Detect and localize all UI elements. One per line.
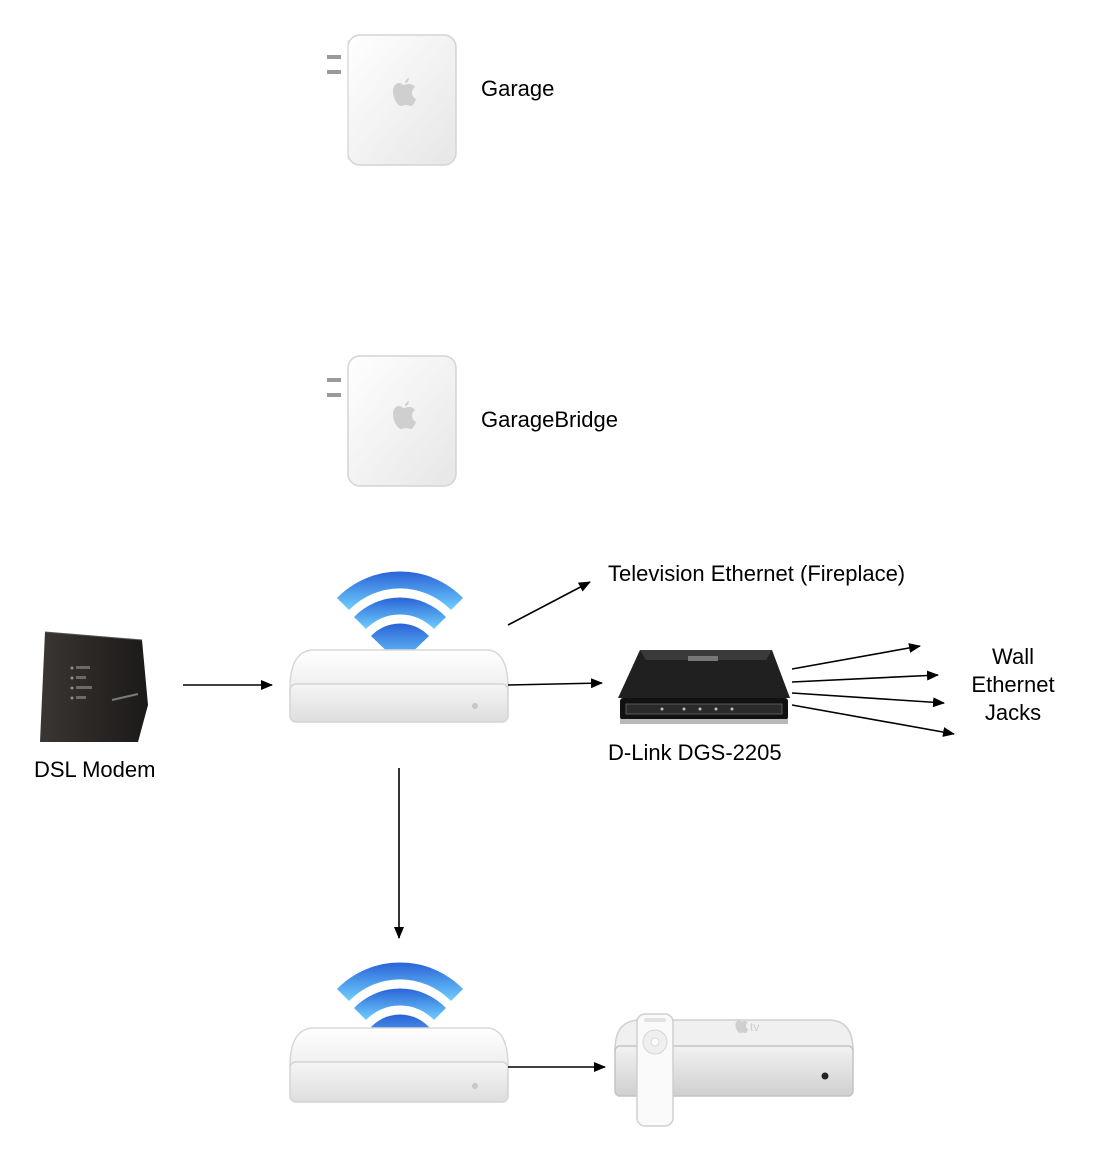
apple-logo-icon [393,401,416,429]
wall-jacks-line-3: Jacks [984,700,1042,725]
airport-express-garage-bridge-device [327,355,457,487]
edge-base-to-switch [507,678,603,689]
airport-extreme-main-device [289,571,509,723]
tv-ethernet-label: Television Ethernet (Fireplace) [608,561,906,586]
airport-extreme-second-device [289,962,509,1103]
edge-base-to-tv-ethernet [507,581,591,626]
dsl-modem-device [40,631,148,742]
apple-tv-device: tv [614,1013,854,1127]
apple-logo-icon [735,1020,749,1034]
garage-label: Garage [481,76,555,101]
wall-jacks-line-2: Ethernet [971,672,1055,697]
apple-logo-icon [393,78,416,106]
wall-jacks-line-1: Wall [992,644,1034,669]
edges [183,581,955,1072]
edge-switch-to-jack-4 [791,704,955,737]
edge-switch-to-jack-3 [791,692,945,708]
wall-jacks-label: Wall Ethernet Jacks [952,643,1074,727]
apple-tv-logo-text: tv [750,1020,759,1034]
airport-express-garage-device [327,34,457,166]
apple-remote-icon [636,1013,674,1127]
edge-switch-to-jack-1 [791,643,921,670]
edge-switch-to-jack-2 [791,670,939,683]
garage-bridge-label: GarageBridge [481,407,618,432]
dlink-switch-device [618,650,790,724]
dsl-modem-label: DSL Modem [34,757,156,782]
dlink-switch-label: D-Link DGS-2205 [608,740,782,765]
